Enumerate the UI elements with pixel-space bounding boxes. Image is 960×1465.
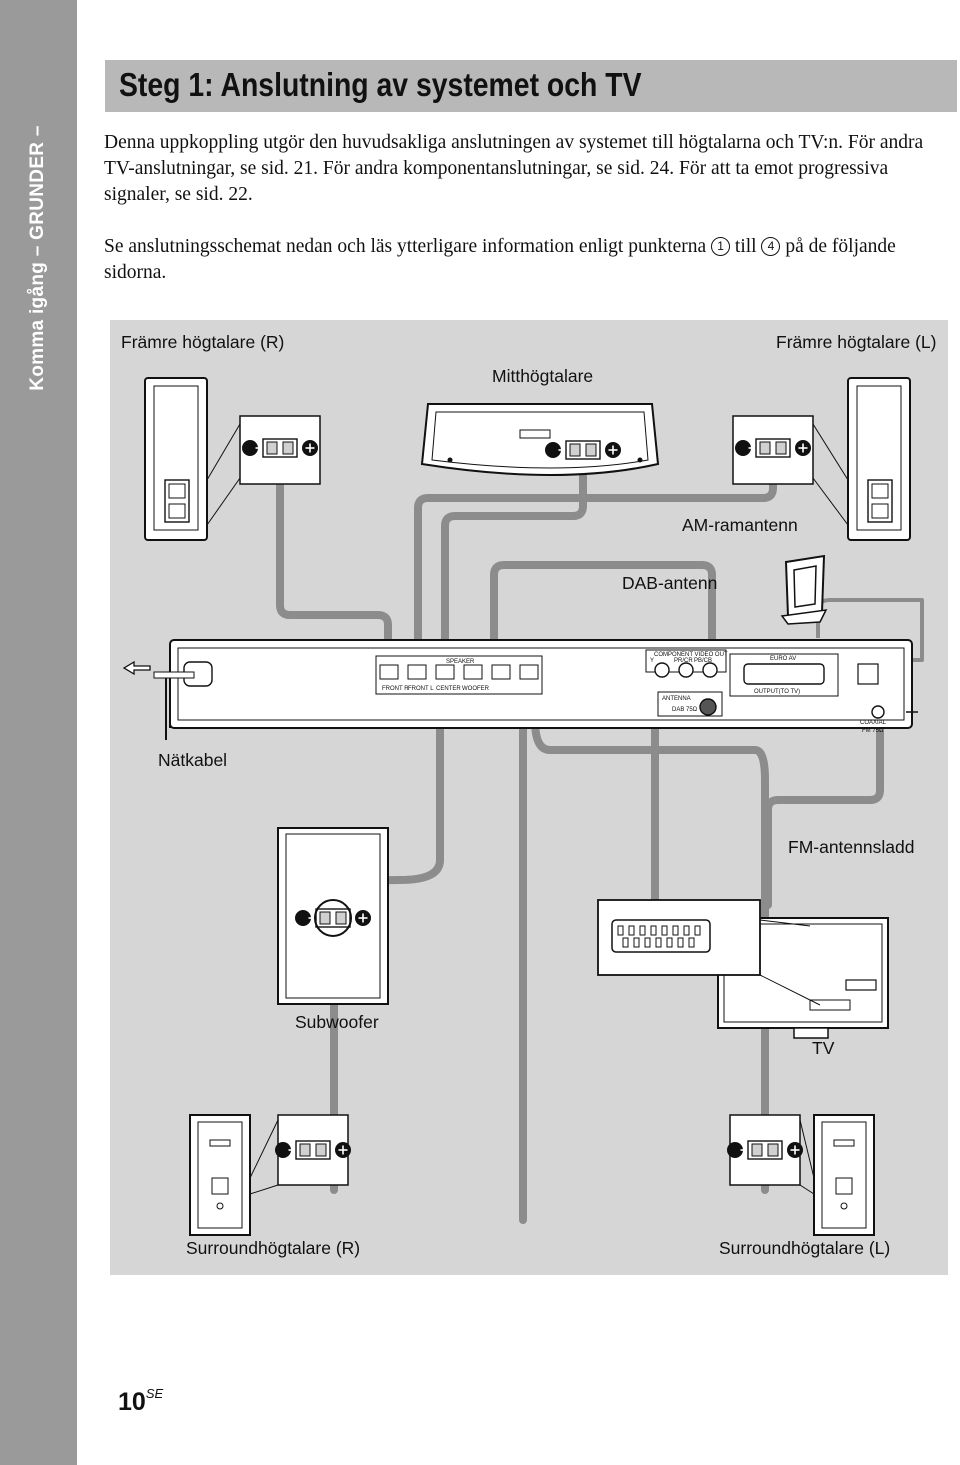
instruction-text-end: på de följande sidorna. bbox=[104, 236, 896, 283]
label-front-speaker-r: Främre högtalare (R) bbox=[121, 332, 285, 352]
section-label: Komma igång – GRUNDER – bbox=[27, 125, 48, 391]
panel-center-text: CENTER bbox=[436, 686, 461, 692]
panel-euro-av-text: EURO AV bbox=[770, 656, 796, 662]
surround-speaker-l bbox=[799, 1114, 875, 1236]
label-am-antenna: AM-ramantenn bbox=[682, 515, 798, 535]
label-tv: TV bbox=[812, 1038, 835, 1058]
center-speaker bbox=[420, 403, 660, 476]
page-number-suffix: SE bbox=[145, 1386, 164, 1401]
tv bbox=[597, 899, 889, 1039]
speaker-cables bbox=[276, 456, 884, 1224]
panel-component-video-text: COMPONENT VIDEO OUT bbox=[654, 652, 728, 658]
surround-speaker-r bbox=[189, 1114, 279, 1236]
label-center-speaker: Mitthögtalare bbox=[492, 366, 594, 386]
front-speaker-r bbox=[144, 377, 241, 541]
page-number-value: 10 bbox=[118, 1388, 146, 1416]
panel-woofer-text: WOOFER bbox=[462, 686, 490, 692]
instruction-paragraph: Se anslutningsschemat nedan och läs ytte… bbox=[104, 234, 954, 286]
panel-dab-text: DAB 75Ω bbox=[672, 707, 698, 713]
front-r-terminal bbox=[241, 438, 319, 458]
instruction-text-start: Se anslutningsschemat nedan och läs ytte… bbox=[104, 236, 707, 257]
connection-diagram: SPEAKER FRONT R FRONT L CENTER WOOFER CO… bbox=[110, 320, 948, 1275]
page-title: Steg 1: Anslutning av systemet och TV bbox=[119, 66, 642, 103]
label-surround-speaker-l: Surroundhögtalare (L) bbox=[719, 1238, 891, 1258]
panel-coaxial-text: COAXIAL bbox=[860, 720, 887, 726]
panel-fm-text: FM 75Ω bbox=[862, 728, 884, 734]
step-1-marker: 1 bbox=[711, 237, 731, 256]
intro-paragraph: Denna uppkoppling utgör den huvudsakliga… bbox=[104, 132, 924, 205]
panel-front-r-text: FRONT R bbox=[382, 686, 409, 692]
panel-output-text: OUTPUT(TO TV) bbox=[754, 689, 800, 695]
title-bar: Steg 1: Anslutning av systemet och TV bbox=[105, 60, 957, 112]
instruction-text-mid: till bbox=[734, 236, 757, 257]
diagram-drawing: SPEAKER FRONT R FRONT L CENTER WOOFER CO… bbox=[122, 377, 924, 1236]
panel-y-text: Y bbox=[650, 658, 654, 664]
subwoofer-terminal bbox=[294, 908, 372, 928]
am-loop-antenna bbox=[780, 554, 828, 625]
mains-cable bbox=[122, 660, 195, 740]
sidebar-section-tab: Komma igång – GRUNDER – bbox=[0, 0, 77, 1465]
label-fm-antenna: FM-antennsladd bbox=[788, 837, 915, 857]
label-mains-cable: Nätkabel bbox=[158, 750, 228, 770]
front-speaker-l bbox=[812, 377, 911, 541]
label-surround-speaker-r: Surroundhögtalare (R) bbox=[186, 1238, 361, 1258]
front-l-terminal bbox=[734, 438, 812, 458]
label-front-speaker-l: Främre högtalare (L) bbox=[776, 332, 937, 352]
surround-l-terminal bbox=[726, 1140, 804, 1160]
center-terminal bbox=[544, 440, 622, 460]
panel-antenna-text: ANTENNA bbox=[662, 696, 691, 702]
panel-pr-text: PR/CR bbox=[674, 658, 693, 664]
surround-r-terminal bbox=[274, 1140, 352, 1160]
page-number: 10SE bbox=[118, 1386, 164, 1417]
label-dab-antenna: DAB-antenn bbox=[622, 573, 718, 593]
label-subwoofer: Subwoofer bbox=[295, 1012, 379, 1032]
panel-speaker-text: SPEAKER bbox=[446, 659, 475, 665]
panel-pb-text: PB/CB bbox=[694, 658, 712, 664]
panel-front-l-text: FRONT L bbox=[408, 686, 434, 692]
step-4-marker: 4 bbox=[761, 237, 781, 256]
main-unit-rear-panel bbox=[169, 639, 918, 729]
